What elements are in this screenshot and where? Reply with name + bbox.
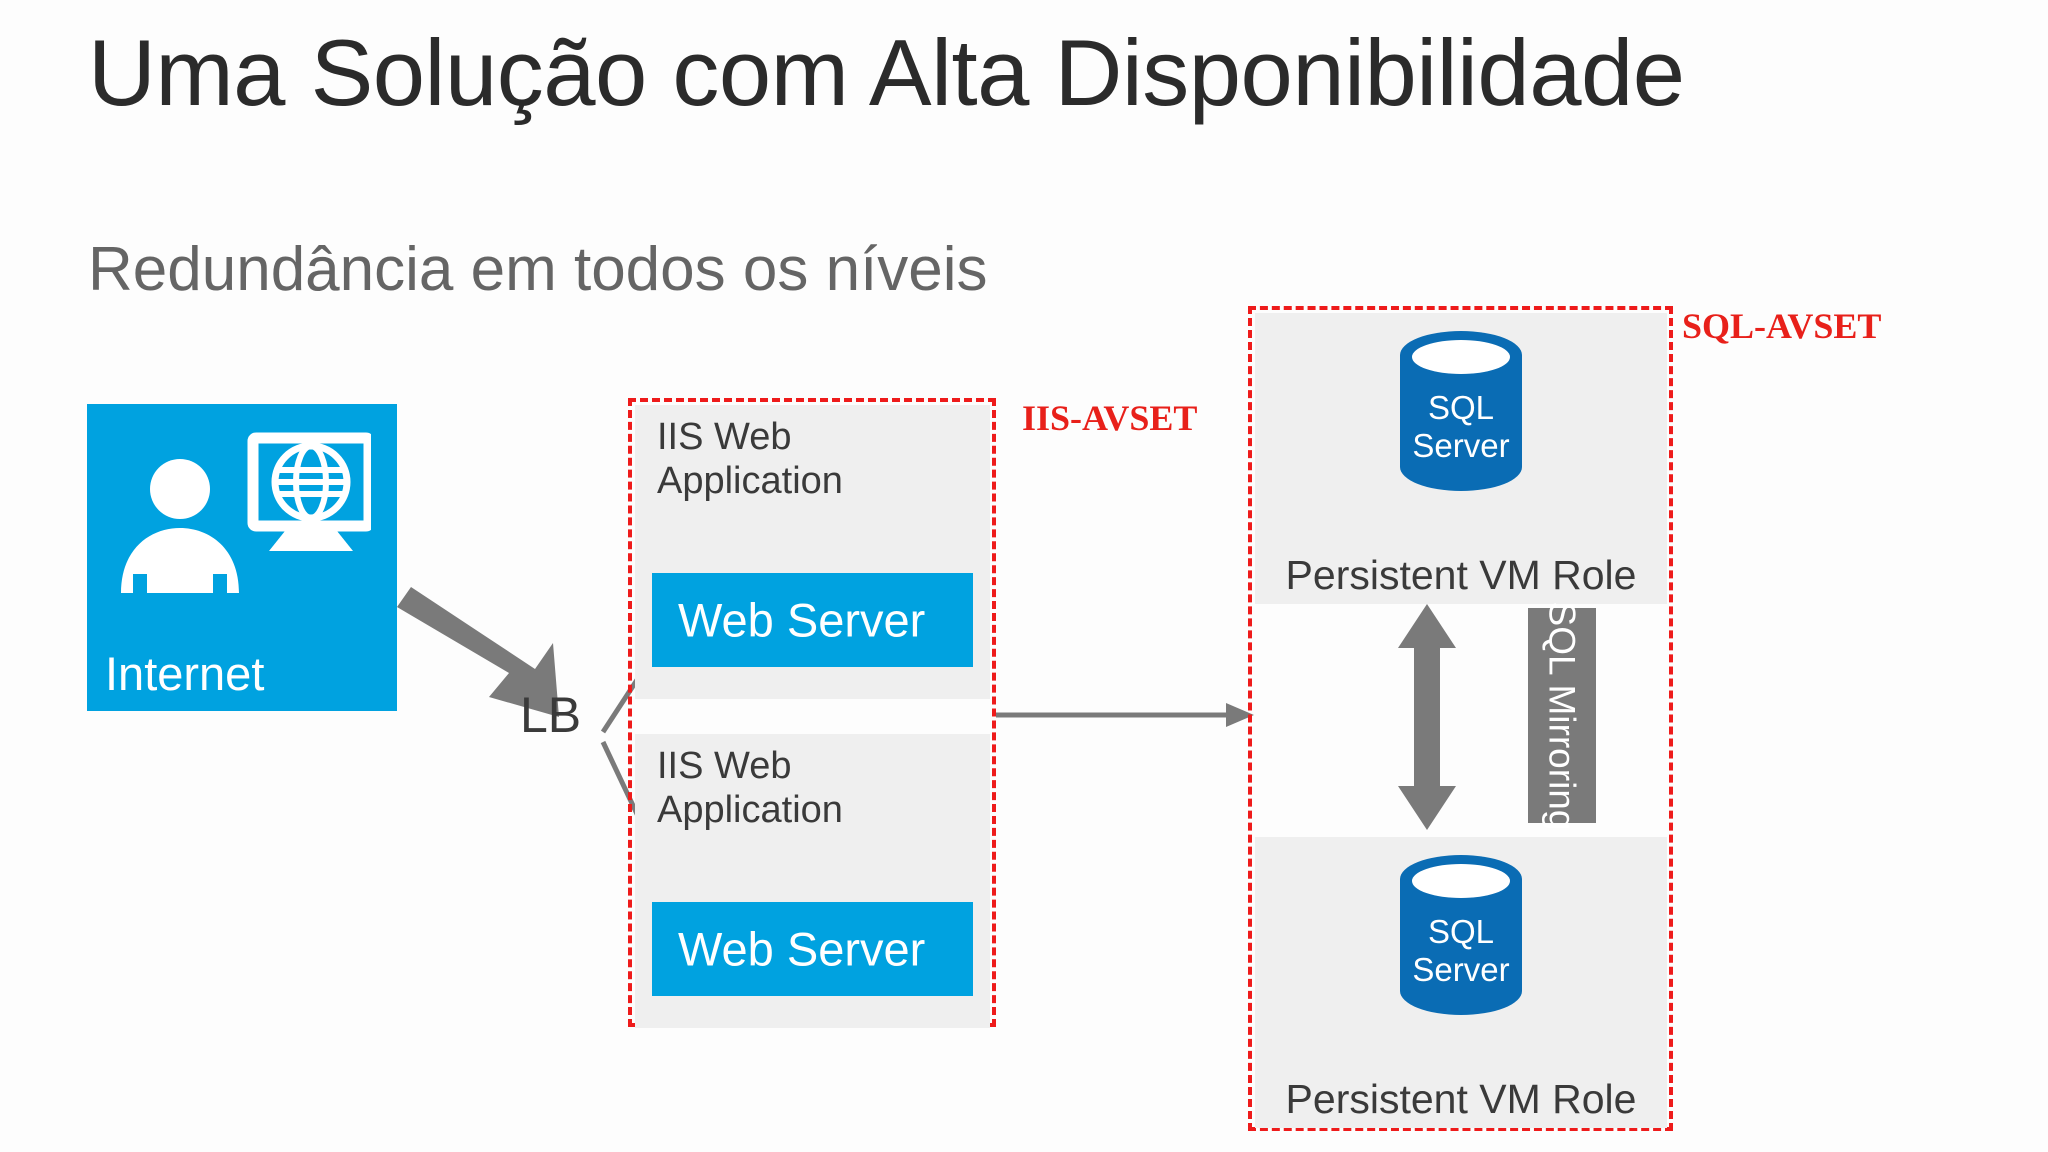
- web-server-tile: Web Server: [652, 902, 973, 996]
- sql-node-panel: SQL Server Persistent VM Role: [1255, 837, 1667, 1128]
- svg-text:Server: Server: [1412, 951, 1509, 988]
- person-monitor-globe-icon: [121, 432, 371, 593]
- sql-mirroring-band: SQL Mirroring: [1528, 601, 1596, 830]
- iis-availability-set: IIS Web Application Web Server IIS Web A…: [628, 398, 996, 1028]
- svg-text:Server: Server: [1412, 427, 1509, 464]
- persistent-vm-role-label: Persistent VM Role: [1285, 552, 1637, 598]
- web-server-label: Web Server: [678, 922, 926, 976]
- sql-mirroring-double-arrow-icon: [1398, 604, 1456, 830]
- svg-text:SQL: SQL: [1428, 913, 1494, 950]
- web-server-tile: Web Server: [652, 573, 973, 667]
- web-server-label: Web Server: [678, 593, 926, 647]
- sql-server-database-icon: SQL Server: [1400, 331, 1522, 491]
- sql-server-database-icon: SQL Server: [1400, 855, 1522, 1015]
- sql-availability-set: SQL Server Persistent VM Role SQL Server…: [1248, 306, 1673, 1131]
- sql-avset-label: SQL-AVSET: [1682, 306, 1882, 346]
- internet-tile: Internet: [87, 404, 397, 711]
- svg-text:SQL: SQL: [1428, 389, 1494, 426]
- sql-node-panel: SQL Server Persistent VM Role: [1255, 313, 1667, 604]
- internet-to-lb-arrow-icon: [397, 587, 559, 717]
- page-subtitle: Redundância em todos os níveis: [88, 235, 988, 304]
- iis-node-panel: IIS Web Application Web Server: [635, 734, 990, 1028]
- page-title: Uma Solução com Alta Disponibilidade: [88, 20, 1685, 125]
- iis-node-panel: IIS Web Application Web Server: [635, 405, 990, 699]
- internet-label: Internet: [105, 647, 265, 700]
- iis-avset-label: IIS-AVSET: [1022, 398, 1198, 438]
- iis-panel-title: IIS Web Application: [657, 416, 843, 503]
- iis-to-sql-arrow-icon: [996, 703, 1254, 727]
- persistent-vm-role-label: Persistent VM Role: [1285, 1076, 1637, 1122]
- load-balancer-label: LB: [520, 687, 582, 743]
- iis-panel-title: IIS Web Application: [657, 745, 843, 832]
- sql-mirroring-label: SQL Mirroring: [1541, 601, 1583, 830]
